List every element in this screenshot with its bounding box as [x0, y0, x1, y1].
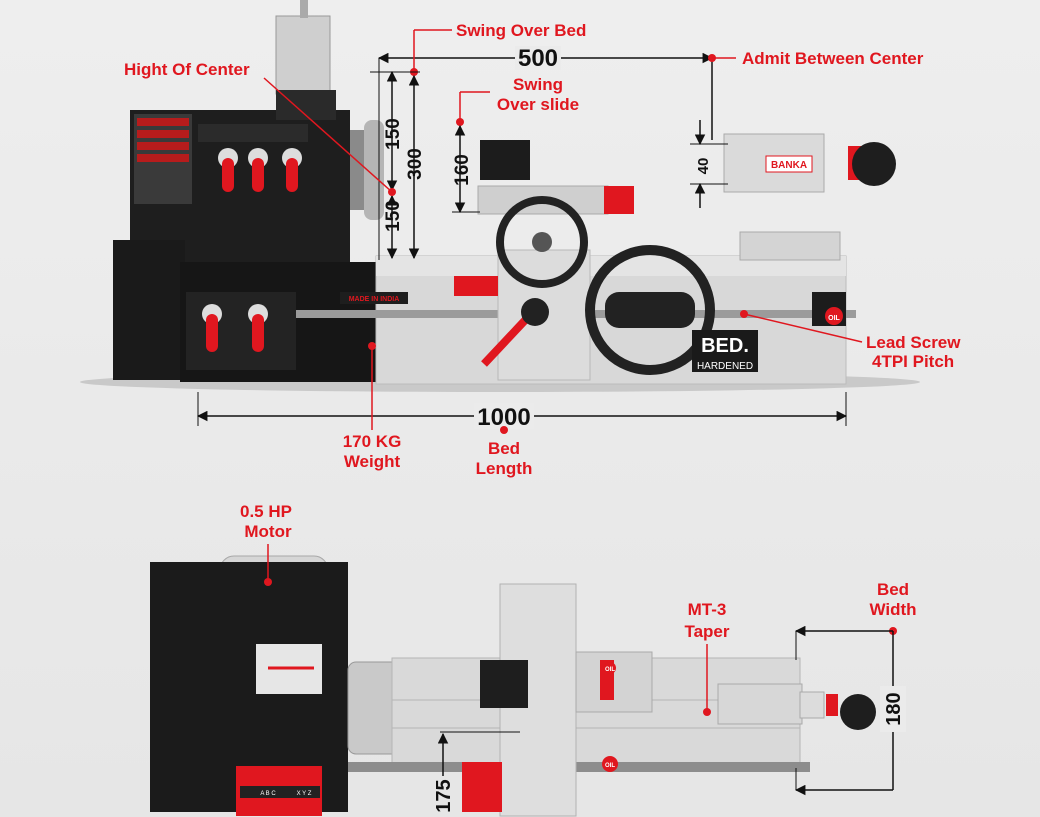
bed-length-dot [500, 426, 508, 434]
lead-screw-top-view [348, 762, 810, 772]
tailstock-base [739, 231, 841, 261]
oil-text-2: OIL [605, 667, 615, 673]
oil-cup-cap [825, 307, 843, 325]
hight-of-center-label: Hight Of Center [124, 60, 250, 79]
swing-over-bed-label: Swing Over Bed [456, 21, 586, 40]
bed-length-label-2: Length [476, 459, 533, 478]
dim-150-top: 150 [383, 118, 404, 150]
weight-label-1: 170 KG [343, 432, 402, 451]
bed-brand-text: BED. [701, 335, 749, 357]
apron-red-block [454, 276, 498, 296]
dim-500-bg [515, 46, 561, 70]
apron-top-view [462, 762, 502, 812]
cross-handwheel-hub [532, 232, 552, 252]
tailstock-top-view [717, 683, 803, 725]
swing-over-slide-label-2: Over slide [497, 95, 579, 114]
weight-dot [368, 342, 376, 350]
gear-labels-abc: A B C [260, 791, 276, 797]
motor-dot [264, 578, 272, 586]
speed-chart-cells [137, 118, 189, 162]
dim-180: 180 [883, 692, 905, 725]
apron-lever [481, 312, 533, 367]
oil-cup-top-2 [602, 756, 618, 772]
lathe-top-view: OIL OIL A B C X Y Z [150, 555, 876, 817]
made-in-india-plate [340, 292, 408, 304]
oil-cup-top [604, 662, 616, 674]
gear-label-strip [240, 786, 320, 798]
cabinet [113, 240, 185, 380]
oil-text-3: OIL [605, 763, 615, 769]
weight-label-2: Weight [344, 452, 401, 471]
motor-cover [275, 15, 331, 95]
swing-over-slide-label-1: Swing [513, 75, 563, 94]
apron-lever-hub [521, 298, 549, 326]
bed-hardened-plate [692, 330, 758, 372]
hardened-text: HARDENED [697, 361, 753, 372]
handwheel-spoke [605, 292, 695, 328]
feed-gearbox [186, 292, 296, 370]
motor-label-2: Motor [244, 522, 292, 541]
bed-width-label-1: Bed [877, 580, 909, 599]
swing-slide-dot [456, 118, 464, 126]
hight-center-dot [388, 188, 396, 196]
cross-slide-collar [604, 186, 634, 214]
banka-text: BANKA [771, 160, 807, 171]
lead-screw-pointer [743, 313, 863, 343]
cross-handwheel [496, 196, 588, 288]
lead-screw-label-1: Lead Screw [866, 333, 961, 352]
dim-160: 160 [452, 154, 473, 186]
lead-screw-label-2: 4TPI Pitch [872, 352, 954, 371]
tailstock-quill [799, 691, 825, 719]
tailstock-collar-top [826, 694, 838, 716]
taper-dot [703, 708, 711, 716]
dim-1000-bg [474, 403, 534, 429]
dim-500: 500 [518, 45, 558, 72]
bottom-dimensions: 0.5 HP Motor MT-3 Taper Bed Width 180 17… [240, 502, 917, 813]
dim-300: 300 [405, 148, 426, 180]
banka-plate [765, 155, 813, 173]
speed-levers [218, 148, 302, 192]
dim-180-bg [880, 686, 906, 732]
gear-labels-xyz: X Y Z [297, 791, 312, 797]
tool-post-top-view [480, 660, 528, 708]
admit-between-center-label: Admit Between Center [742, 49, 924, 68]
oil-text: OIL [828, 315, 840, 322]
tool-post [480, 140, 530, 180]
dim-150-bottom: 150 [383, 200, 404, 232]
gear-label-plate [198, 124, 308, 142]
feed-levers [202, 304, 268, 352]
top-dimensions: 500 Admit Between Center Swing Over Bed … [124, 21, 961, 478]
dim-40: 40 [695, 158, 712, 175]
tailstock-handwheel-top [840, 694, 876, 730]
carriage-handwheel [585, 245, 715, 375]
tailstock-handwheel [852, 142, 896, 186]
lathe-side-view: MADE IN INDIA BED. HARDENED BANKA OIL [80, 0, 920, 392]
made-in-india-text: MADE IN INDIA [349, 296, 400, 303]
dim-175: 175 [433, 779, 455, 812]
motor-stud [300, 0, 308, 18]
taper-label-1: MT-3 [688, 600, 727, 619]
hight-center-pointer [263, 77, 393, 193]
bed-width-label-2: Width [869, 600, 916, 619]
motor-label-1: 0.5 HP [240, 502, 292, 521]
taper-label-2: Taper [684, 622, 729, 641]
bed-length-label-1: Bed [488, 439, 520, 458]
